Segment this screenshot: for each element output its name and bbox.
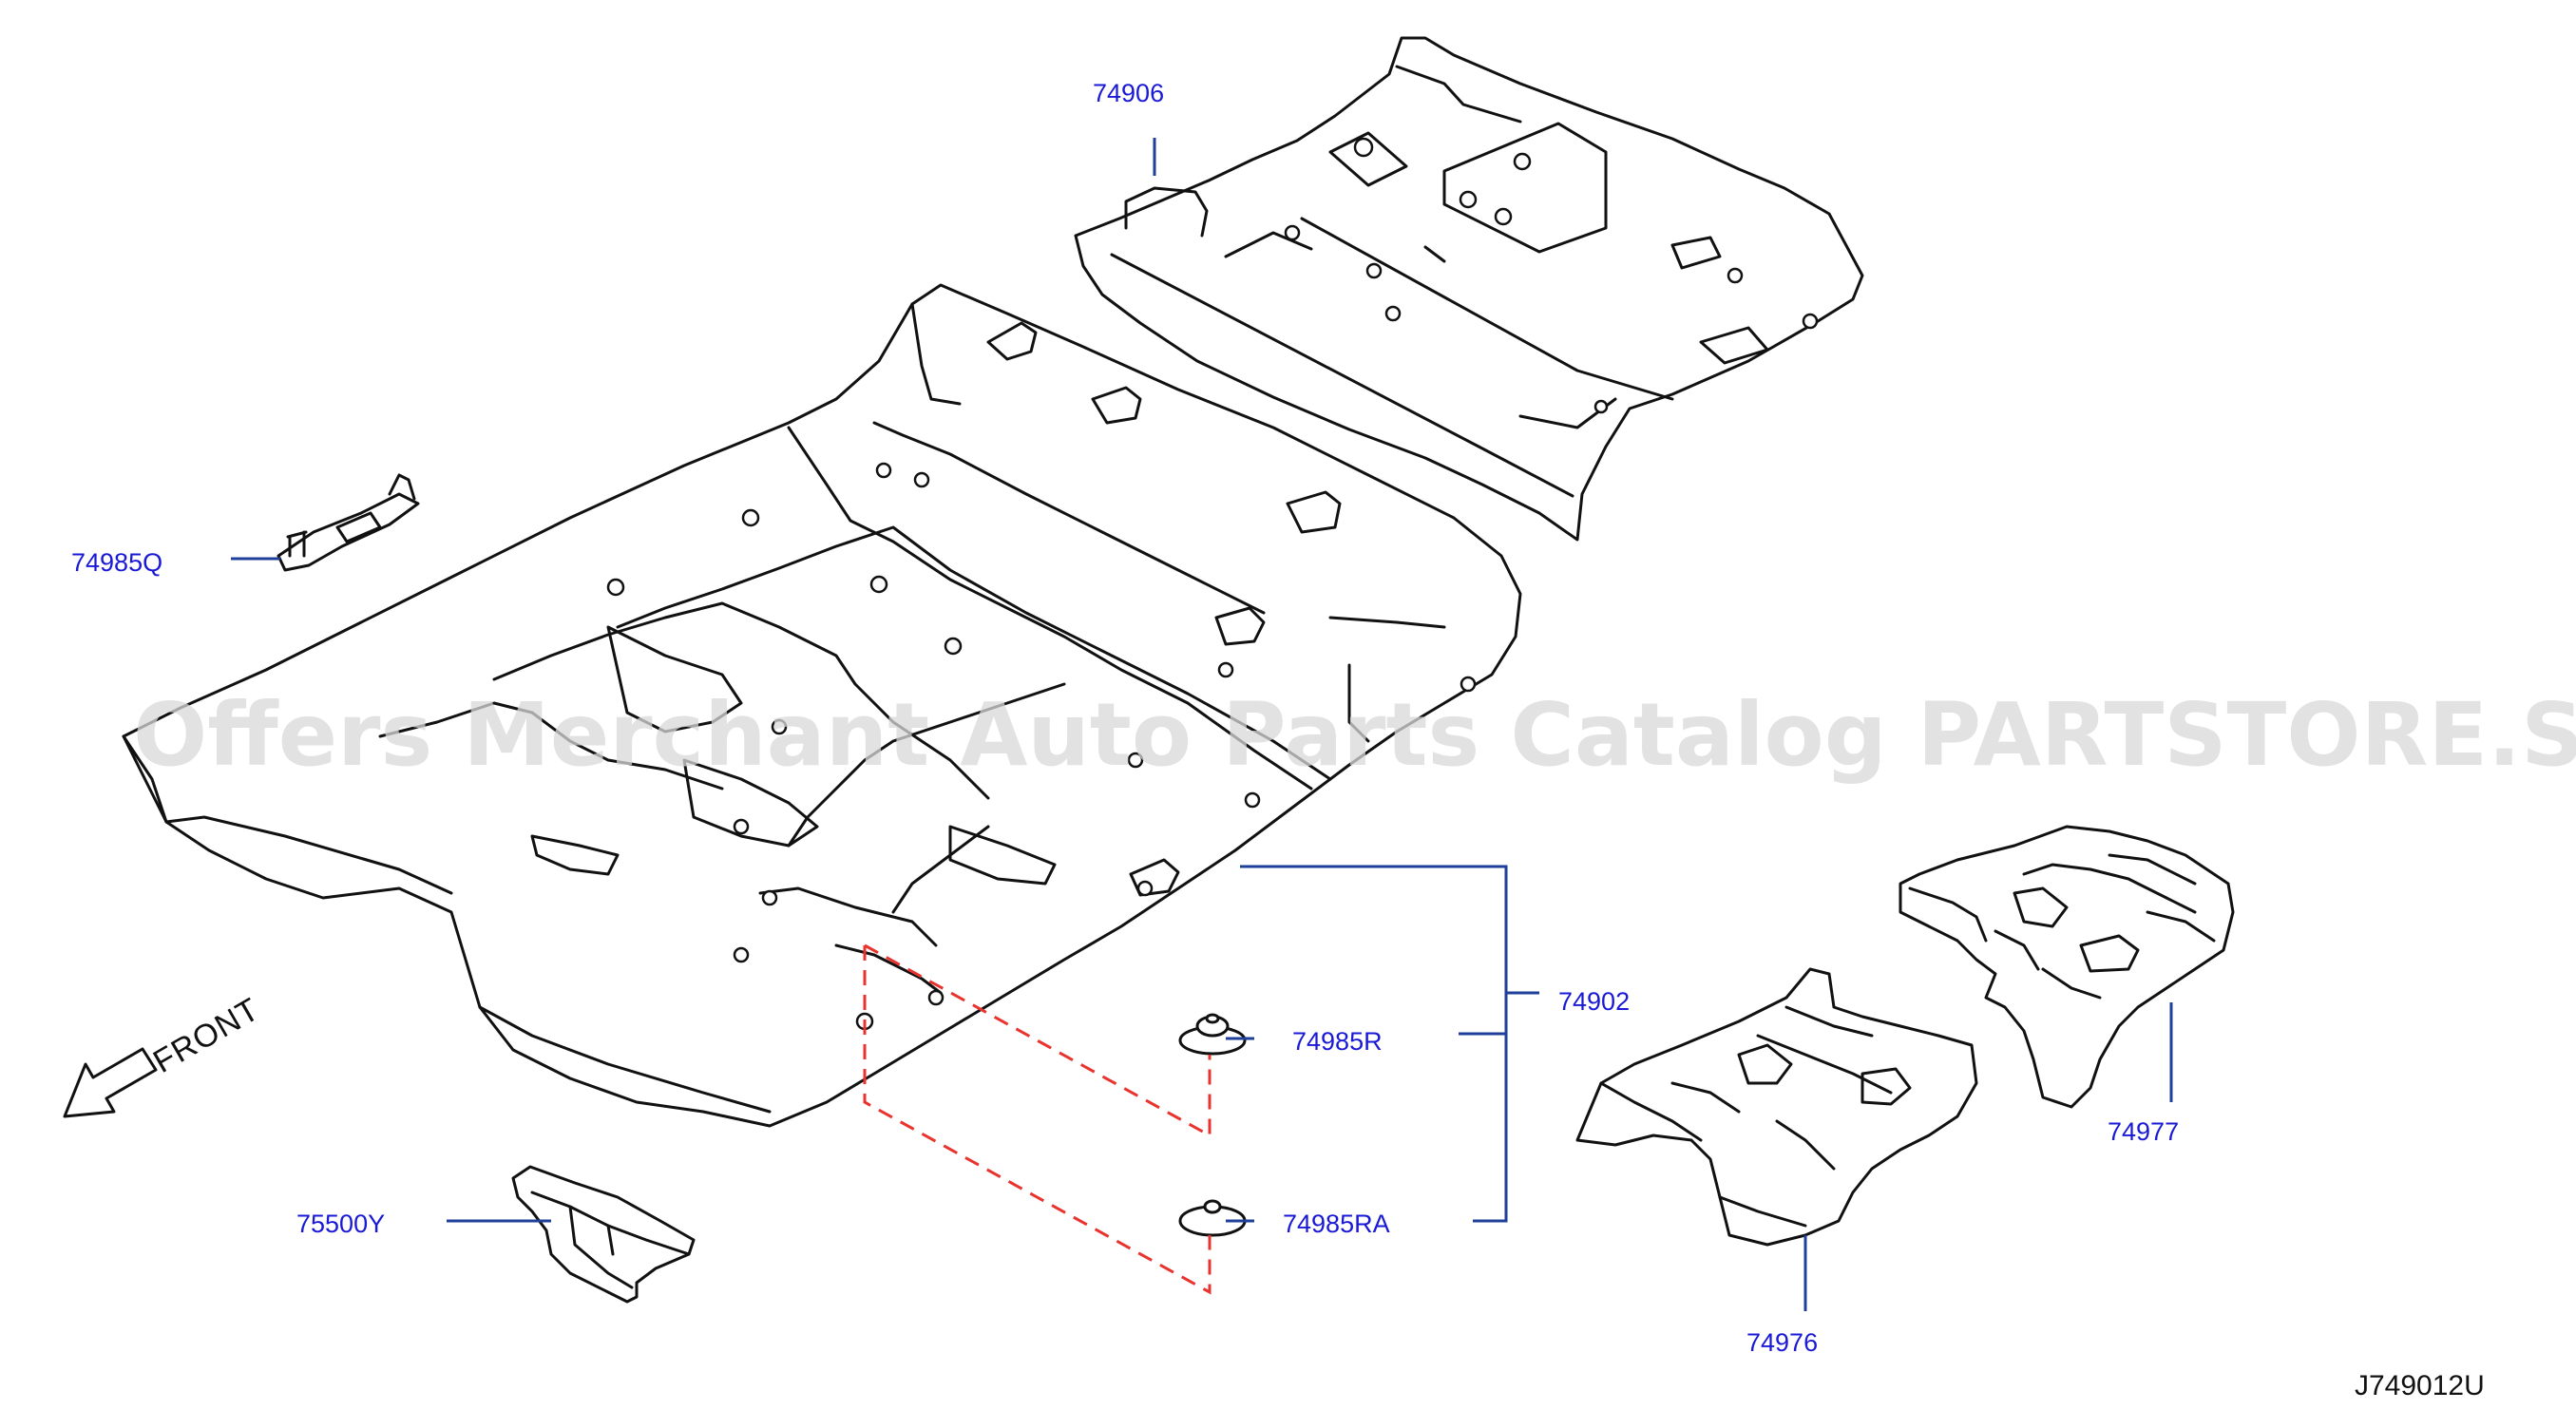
clip-74985ra-drawing [1178, 1199, 1247, 1237]
leader-lines [231, 138, 2173, 1311]
callout-74985r[interactable]: 74985R [1292, 1027, 1383, 1056]
callout-75500y[interactable]: 75500Y [296, 1210, 385, 1238]
spacer-74976-drawing [1575, 967, 1978, 1247]
callout-74906[interactable]: 74906 [1093, 79, 1164, 107]
main-floor-trim-drawing [122, 283, 1522, 1128]
rear-floor-trim-drawing [1074, 36, 1864, 542]
callout-74977[interactable]: 74977 [2108, 1117, 2179, 1146]
callout-74985ra[interactable]: 74985RA [1283, 1210, 1390, 1238]
dashed-guide-lines [863, 943, 1212, 1295]
clip-74985q-drawing [277, 473, 420, 572]
callout-74902[interactable]: 74902 [1558, 987, 1630, 1016]
clip-74985r-drawing [1178, 1013, 1247, 1056]
front-direction-arrow: FRONT [63, 991, 266, 1118]
callout-74976[interactable]: 74976 [1746, 1328, 1818, 1357]
callout-labels: 74906 74985Q 74902 74985R 74985RA 75500Y… [71, 79, 2179, 1357]
callout-74985q[interactable]: 74985Q [71, 548, 162, 577]
front-label: FRONT [147, 991, 266, 1080]
insulator-75500y-drawing [511, 1165, 696, 1304]
diagram-id: J749012U [2355, 1370, 2485, 1401]
watermark-text: Offers Merchant Auto Parts Catalog PARTS… [133, 684, 2576, 786]
spacer-74977-drawing [1899, 825, 2235, 1109]
